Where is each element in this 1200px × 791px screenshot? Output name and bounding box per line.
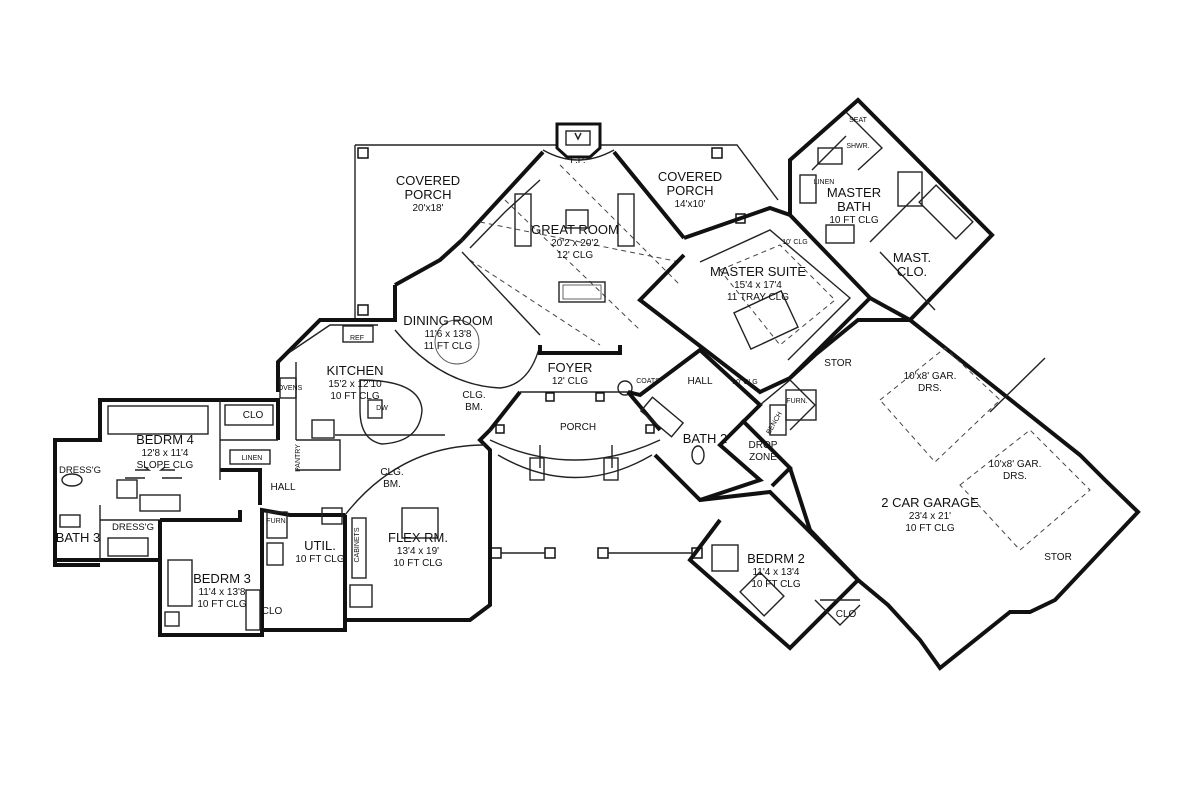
clg-bm-flex-b-label: BM. — [383, 479, 401, 490]
master-bath-name2: BATH — [837, 199, 871, 214]
bath2-name: BATH 2 — [683, 431, 728, 446]
clo-bed3-label: CLO — [262, 606, 283, 617]
foyer-clg: 12' CLG — [552, 376, 589, 387]
master-suite-name: MASTER SUITE — [710, 264, 806, 279]
foyer-name: FOYER — [548, 360, 593, 375]
furn-left-label: FURN. — [266, 518, 287, 525]
master-suite — [636, 205, 873, 395]
room-labels: COVERED PORCH 20'x18' COVERED PORCH 14'x… — [56, 155, 979, 610]
master-bath-name: MASTER — [827, 185, 881, 200]
bedroom-4 — [53, 398, 280, 567]
stor-top-label: STOR — [824, 358, 852, 369]
kitchen-name: KITCHEN — [326, 363, 383, 378]
porch — [489, 392, 661, 481]
clo-bed4-label: CLO — [243, 410, 264, 421]
bedroom3-dim: 11'4 x 13'8 — [198, 587, 245, 598]
covered-porch-left — [354, 144, 558, 318]
gar-door2-label: 10'x8' GAR. — [989, 459, 1042, 470]
gar-door1-label: 10'x8' GAR. — [904, 371, 957, 382]
great-room-dim: 20'2 x 20'2 — [551, 238, 599, 249]
bedroom4-dim: 12'8 x 11'4 — [141, 448, 188, 459]
covered-porch-left-name2: PORCH — [405, 187, 452, 202]
garage-dim: 23'4 x 21' — [909, 511, 951, 522]
flex-room-clg: 10 FT CLG — [393, 558, 442, 569]
shwr-label: SHWR. — [846, 143, 869, 150]
flex-room-dim: 13'4 x 19' — [397, 546, 439, 557]
coats-label: COATS — [636, 378, 660, 385]
bedroom2-clg: 10 FT CLG — [751, 579, 800, 590]
clg-bm-flex-label: CLG. — [380, 467, 403, 478]
great-room — [460, 150, 686, 346]
bench-label: BENCH — [766, 411, 784, 436]
master-suite-dim: 15'4 x 17'4 — [734, 280, 782, 291]
master-closet-name: MAST. — [893, 250, 931, 265]
bedroom-3 — [158, 510, 264, 637]
master-bath-clg: 10 FT CLG — [829, 215, 878, 226]
master-closet-name2: CLO. — [897, 264, 927, 279]
bedroom4-name: BEDRM 4 — [136, 432, 194, 447]
stor-bottom-label: STOR — [1044, 552, 1072, 563]
clg-bm-kitchen-label: CLG. — [462, 390, 485, 401]
fireplace — [542, 122, 615, 161]
seat-label: SEAT — [849, 117, 867, 124]
bedroom3-clg: 10 FT CLG — [197, 599, 246, 610]
kitchen — [276, 318, 445, 445]
furn-right-label: FURN. — [786, 398, 807, 405]
hall-left-name: HALL — [270, 482, 295, 493]
cabinets-label: CABINETS — [354, 527, 361, 562]
dining-room — [378, 238, 541, 389]
gar-door1b-label: DRS. — [918, 383, 942, 394]
bedroom2-name: BEDRM 2 — [747, 551, 805, 566]
bedroom-2 — [687, 489, 861, 651]
covered-porch-right-name2: PORCH — [667, 183, 714, 198]
dressing-right-label: DRESS'G — [112, 522, 154, 533]
utility-clg: 10 FT CLG — [295, 554, 344, 565]
clg10-a-label: 10' CLG — [782, 239, 807, 246]
master-bath — [788, 97, 995, 323]
pantry-label: PANTRY — [295, 444, 302, 472]
bedroom2-dim: 11'4 x 13'4 — [752, 567, 799, 578]
bedroom3-name: BEDRM 3 — [193, 571, 251, 586]
drop-zone-name: DROP — [749, 440, 778, 451]
covered-porch-right-name: COVERED — [658, 169, 722, 184]
great-room-name: GREAT ROOM — [531, 222, 619, 237]
covered-porch-left-dim: 20'x18' — [412, 203, 443, 214]
fixture-labels: CLO CLO CLO LINEN LINEN PANTRY DRESS'G D… — [59, 117, 1072, 620]
fireplace-label: F.P. — [570, 155, 585, 166]
dining-room-clg: 11 FT CLG — [424, 341, 473, 352]
hall-right-name: HALL — [687, 376, 712, 387]
ovens-label: OVENS — [278, 385, 303, 392]
covered-porch-right-dim: 14'x10' — [674, 199, 705, 210]
garage — [785, 318, 1141, 671]
porch-name: PORCH — [560, 422, 596, 433]
dining-room-name: DINING ROOM — [403, 313, 493, 328]
kitchen-clg: 10 FT CLG — [330, 391, 379, 402]
gar-door2b-label: DRS. — [1003, 471, 1027, 482]
bedroom4-clg: SLOPE CLG — [137, 460, 194, 471]
garage-clg: 10 FT CLG — [905, 523, 954, 534]
linen-left-label: LINEN — [242, 455, 263, 462]
bath3-name: BATH 3 — [56, 530, 101, 545]
drop-zone-name2: ZONE — [749, 452, 777, 463]
dressing-left-label: DRESS'G — [59, 465, 101, 476]
walkway — [490, 547, 703, 559]
great-room-clg: 12' CLG — [557, 250, 594, 261]
flex-room — [343, 428, 492, 622]
master-suite-clg: 11 TRAY CLG — [727, 292, 789, 303]
linen-master-label: LINEN — [814, 179, 835, 186]
clg10-b-label: 10' CLG — [732, 379, 757, 386]
ref-label: REF — [350, 335, 364, 342]
flex-room-name: FLEX RM. — [388, 530, 448, 545]
garage-name: 2 CAR GARAGE — [881, 495, 979, 510]
dw-label: DW — [376, 405, 388, 412]
covered-porch-left-name: COVERED — [396, 173, 460, 188]
dining-room-dim: 11'6 x 13'8 — [424, 329, 471, 340]
clg-bm-kitchen-b-label: BM. — [465, 402, 483, 413]
clo-bed2-label: CLO — [836, 609, 857, 620]
kitchen-dim: 15'2 x 12'10 — [328, 379, 382, 390]
utility-name: UTIL. — [304, 538, 336, 553]
foyer — [488, 345, 662, 432]
